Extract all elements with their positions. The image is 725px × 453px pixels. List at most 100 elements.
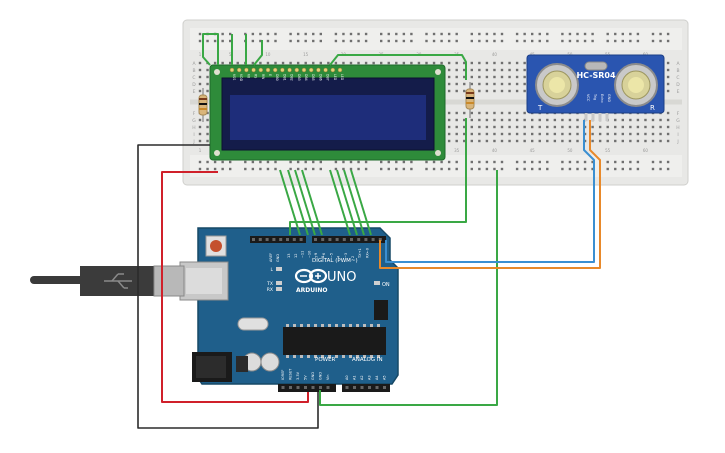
sensor-pin-label: Trig xyxy=(593,93,597,100)
header-pin[interactable] xyxy=(289,386,292,389)
lcd-pin-label: DB2 xyxy=(290,74,294,81)
pin-label: 5V xyxy=(304,375,308,380)
pin-label: A4 xyxy=(375,375,379,380)
header-pin[interactable] xyxy=(311,386,315,389)
transmitter-icon xyxy=(535,63,579,107)
header-pin[interactable] xyxy=(326,386,330,389)
column-number: 50 xyxy=(567,148,573,153)
lcd-pin[interactable] xyxy=(236,67,242,73)
header-pin[interactable] xyxy=(350,238,353,241)
status-led xyxy=(276,281,282,285)
sensor-pin-label: Echo xyxy=(600,94,604,103)
sensor-pin[interactable] xyxy=(584,113,588,121)
header-pin[interactable] xyxy=(353,386,356,389)
header-pin[interactable] xyxy=(296,386,300,389)
arduino-model-label: UNO xyxy=(327,270,356,285)
receiver-icon xyxy=(614,63,658,107)
lcd-pin-header xyxy=(229,67,343,73)
header-pin[interactable] xyxy=(364,238,368,241)
arduino-uno-board[interactable]: UNO ARDUINO DIGITAL (PWM~) POWER ANALOG … xyxy=(179,227,399,392)
column-number: 60 xyxy=(643,148,649,153)
header-pin[interactable] xyxy=(252,238,255,241)
lcd-pin-label: RS xyxy=(254,74,258,78)
wires-to-arduino[interactable] xyxy=(137,118,607,429)
lcd-pin[interactable] xyxy=(280,67,285,73)
row-letter: E xyxy=(677,89,680,95)
row-letter: I xyxy=(193,132,194,138)
header-pin[interactable] xyxy=(272,238,276,241)
header-pin[interactable] xyxy=(383,386,386,389)
column-number: 1 xyxy=(199,52,202,57)
resistor-left[interactable] xyxy=(198,88,208,122)
column-number: 40 xyxy=(492,52,498,57)
lcd-pin[interactable] xyxy=(294,67,300,73)
status-led-label: L xyxy=(270,267,273,273)
row-letter: B xyxy=(192,68,195,74)
lcd-pin-label: LED xyxy=(333,74,337,81)
lcd-pin-label: VSS xyxy=(232,74,236,80)
arduino-brand-label: ARDUINO xyxy=(296,287,327,294)
column-number: 45 xyxy=(530,148,536,153)
power-analog-header[interactable] xyxy=(278,384,390,392)
sensor-pin[interactable] xyxy=(605,113,609,121)
sensor-pin[interactable] xyxy=(591,113,595,121)
lcd-pin[interactable] xyxy=(265,67,271,73)
header-pin[interactable] xyxy=(319,386,322,389)
header-pin[interactable] xyxy=(378,238,382,241)
header-pin[interactable] xyxy=(328,238,332,241)
lcd-pin[interactable] xyxy=(316,67,321,73)
header-pin[interactable] xyxy=(292,238,296,241)
dc-jack xyxy=(192,352,232,382)
header-pin[interactable] xyxy=(304,386,307,389)
header-pin[interactable] xyxy=(286,238,289,241)
usb-cable xyxy=(30,265,185,297)
header-pin[interactable] xyxy=(357,238,361,241)
header-pin[interactable] xyxy=(345,386,349,389)
lcd-pin[interactable] xyxy=(330,67,336,73)
pin-label: IOREF xyxy=(281,370,285,380)
header-pin[interactable] xyxy=(368,386,371,389)
header-pin[interactable] xyxy=(321,238,325,241)
lcd-pin[interactable] xyxy=(308,67,314,73)
header-pin[interactable] xyxy=(314,238,317,241)
lcd-pin[interactable] xyxy=(337,67,343,73)
wires-breadboard[interactable] xyxy=(202,33,470,80)
sensor-model-label: HC-SR04 xyxy=(576,71,616,80)
reset-button[interactable] xyxy=(205,235,227,257)
lcd-pin[interactable] xyxy=(287,67,292,73)
arduino-logo-icon xyxy=(294,268,328,284)
sensor-t-mark: T xyxy=(537,104,543,112)
digital-pin-header[interactable] xyxy=(250,236,386,243)
sensor-pin[interactable] xyxy=(598,113,602,121)
header-pin[interactable] xyxy=(258,238,262,241)
lcd-pin[interactable] xyxy=(323,67,328,73)
header-pin[interactable] xyxy=(265,238,269,241)
resistor-right[interactable] xyxy=(465,82,475,118)
lcd-pin[interactable] xyxy=(258,67,264,73)
header-pin[interactable] xyxy=(279,238,283,241)
row-letter: A xyxy=(676,61,680,67)
on-led-label: ON xyxy=(382,282,390,288)
lcd-pin[interactable] xyxy=(229,67,235,73)
lcd-pin[interactable] xyxy=(301,67,307,73)
header-pin[interactable] xyxy=(281,386,285,389)
row-letter: J xyxy=(676,139,678,145)
header-pin[interactable] xyxy=(299,238,303,241)
lcd-pin-label: DB3 xyxy=(297,74,301,81)
header-pin[interactable] xyxy=(342,238,346,241)
lcd-pin[interactable] xyxy=(244,67,249,73)
header-pin[interactable] xyxy=(335,238,339,241)
lcd-pin[interactable] xyxy=(251,67,256,73)
sensor-pin-label: VCC xyxy=(586,94,590,102)
lcd-pin[interactable] xyxy=(272,67,278,73)
header-pin[interactable] xyxy=(375,386,379,389)
header-pin[interactable] xyxy=(360,386,364,389)
pin-label: 8 xyxy=(321,256,325,258)
row-letter: D xyxy=(676,82,680,88)
header-pin[interactable] xyxy=(371,238,375,241)
sensor-r-mark: R xyxy=(650,104,655,112)
